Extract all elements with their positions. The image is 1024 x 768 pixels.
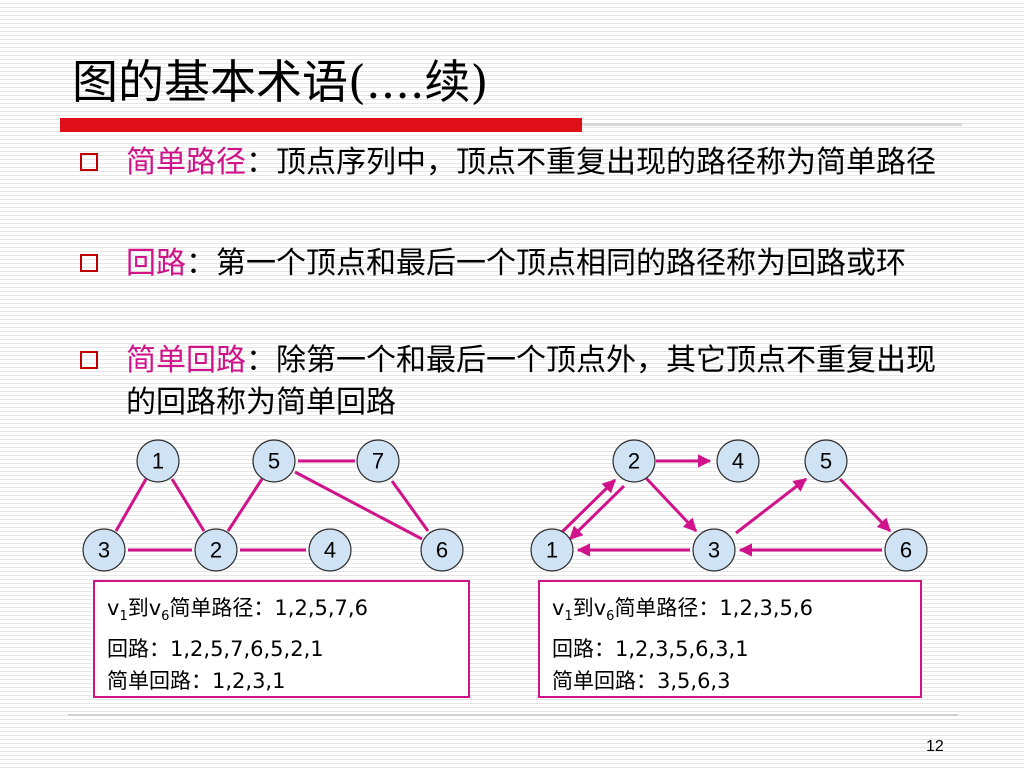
square-bullet-icon [80, 351, 98, 369]
edge-1-3 [114, 478, 148, 532]
graph-node: 6 [420, 528, 464, 572]
svg-text:3: 3 [98, 538, 110, 563]
edge-2-to-1 [568, 484, 626, 541]
edge-3-to-5 [735, 477, 808, 535]
bullet-definition: ：第一个顶点和最后一个顶点相同的路径称为回路或环 [186, 246, 906, 281]
svg-text:1: 1 [152, 449, 164, 474]
svg-text:6: 6 [436, 538, 448, 563]
title-underline-rule [582, 123, 962, 126]
graph-node: 2 [194, 528, 238, 572]
edge-2-to-3 [644, 476, 698, 533]
undirected-graph-caption-box: v1到v6简单路径：1,2,5,7,6 回路：1,2,5,7,6,5,2,1 简… [93, 580, 470, 698]
edge-1-to-2 [559, 478, 617, 535]
graph-node: 5 [804, 439, 848, 483]
graph-node: 2 [612, 439, 656, 483]
graph-node: 1 [136, 439, 180, 483]
graph-node: 4 [308, 528, 352, 572]
svg-text:6: 6 [900, 538, 912, 563]
directed-graph-caption-box: v1到v6简单路径：1,2,3,5,6 回路：1,2,3,5,6,3,1 简单回… [538, 580, 922, 698]
footer-divider [68, 714, 958, 716]
graph-node: 7 [356, 439, 400, 483]
svg-text:5: 5 [820, 449, 832, 474]
bullet-text: 回路：第一个顶点和最后一个顶点相同的路径称为回路或环 [126, 243, 950, 285]
svg-text:4: 4 [732, 449, 744, 474]
svg-text:7: 7 [372, 449, 384, 474]
edge-7-6 [390, 480, 430, 532]
bullet-definition: ：除第一个和最后一个顶点外，其它顶点不重复出现的回路称为简单回路 [126, 343, 936, 420]
edge-1-2 [170, 478, 206, 532]
graph-node: 4 [716, 439, 760, 483]
bullet-simple-cycle: 简单回路：除第一个和最后一个顶点外，其它顶点不重复出现的回路称为简单回路 [80, 340, 950, 424]
caption-simple-path: v1到v6简单路径：1,2,5,7,6 [107, 596, 368, 625]
caption-simple-path: v1到v6简单路径：1,2,3,5,6 [552, 596, 813, 625]
undirected-graph: 1 5 7 3 2 4 6 [82, 439, 464, 572]
slide-title: 图的基本术语(....续) [72, 55, 489, 109]
directed-graph: 2 4 5 1 3 6 [530, 439, 928, 572]
edge-5-6 [294, 470, 423, 541]
square-bullet-icon [80, 153, 98, 171]
caption-simple-cycle: 简单回路：1,2,3,1 [107, 669, 286, 694]
bullet-text: 简单路径：顶点序列中，顶点不重复出现的路径称为简单路径 [126, 142, 950, 184]
title-underline-bar [60, 118, 582, 132]
caption-simple-cycle: 简单回路：3,5,6,3 [552, 669, 731, 694]
square-bullet-icon [80, 254, 98, 272]
svg-text:1: 1 [546, 538, 558, 563]
graph-node: 3 [692, 528, 736, 572]
bullet-term: 简单回路 [126, 343, 246, 378]
graph-node: 6 [884, 528, 928, 572]
bullet-cycle: 回路：第一个顶点和最后一个顶点相同的路径称为回路或环 [80, 243, 950, 285]
svg-text:3: 3 [708, 538, 720, 563]
caption-cycle: 回路：1,2,5,7,6,5,2,1 [107, 637, 324, 662]
page-number: 12 [926, 738, 944, 755]
graph-node: 5 [252, 439, 296, 483]
edge-5-to-6 [838, 477, 892, 533]
svg-text:2: 2 [210, 538, 222, 563]
caption-cycle: 回路：1,2,3,5,6,3,1 [552, 637, 749, 662]
svg-text:2: 2 [628, 449, 640, 474]
svg-text:5: 5 [268, 449, 280, 474]
bullet-term: 回路 [126, 246, 186, 281]
bullet-definition: ：顶点序列中，顶点不重复出现的路径称为简单路径 [246, 145, 936, 180]
bullet-text: 简单回路：除第一个和最后一个顶点外，其它顶点不重复出现的回路称为简单回路 [126, 340, 950, 424]
edge-2-5 [226, 478, 264, 532]
graph-node: 3 [82, 528, 126, 572]
svg-text:4: 4 [324, 538, 336, 563]
bullet-simple-path: 简单路径：顶点序列中，顶点不重复出现的路径称为简单路径 [80, 142, 950, 184]
bullet-term: 简单路径 [126, 145, 246, 180]
graph-node: 1 [530, 528, 574, 572]
